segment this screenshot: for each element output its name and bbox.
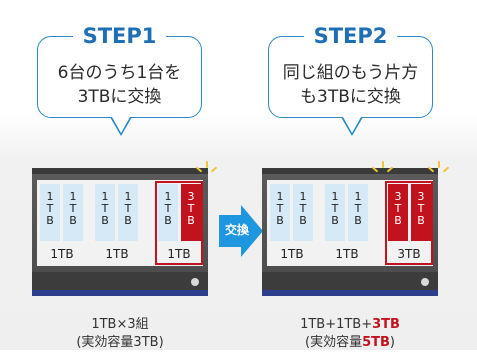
- sparkle-icon: [195, 160, 218, 178]
- caption-left: 1TB×3組 (実効容量3TB): [76, 317, 164, 350]
- sparkle-icon: [427, 160, 450, 178]
- power-led-icon: [421, 278, 429, 286]
- step1-description: 6台のうち1台を 3TBに交換: [57, 63, 182, 107]
- sparkle-icon: [371, 160, 394, 178]
- replaced-group-highlight: [385, 181, 433, 265]
- step2-callout: STEP2 同じ組のもう片方 も3TBに交換: [268, 22, 433, 136]
- exchange-label: 交換: [224, 223, 249, 237]
- arrow-right-icon: [219, 205, 263, 257]
- group-capacity-label: 1TB: [50, 247, 74, 261]
- group-capacity-label: 1TB: [167, 247, 191, 261]
- power-led-icon: [191, 278, 199, 286]
- step1-title: STEP1: [72, 22, 167, 50]
- step1-callout: STEP1 6台のうち1台を 3TBに交換: [37, 22, 202, 136]
- group-capacity-label: 1TB: [105, 247, 129, 261]
- group-capacity-label: 1TB: [280, 247, 304, 261]
- caption-right: 1TB+1TB+3TB (実効容量5TB): [300, 317, 400, 350]
- step2-description: 同じ組のもう片方 も3TBに交換: [282, 63, 419, 107]
- step2-title: STEP2: [303, 22, 398, 50]
- group-capacity-label: 1TB: [335, 247, 359, 261]
- replaced-group-highlight: [155, 181, 203, 265]
- group-capacity-label: 3TB: [397, 247, 421, 261]
